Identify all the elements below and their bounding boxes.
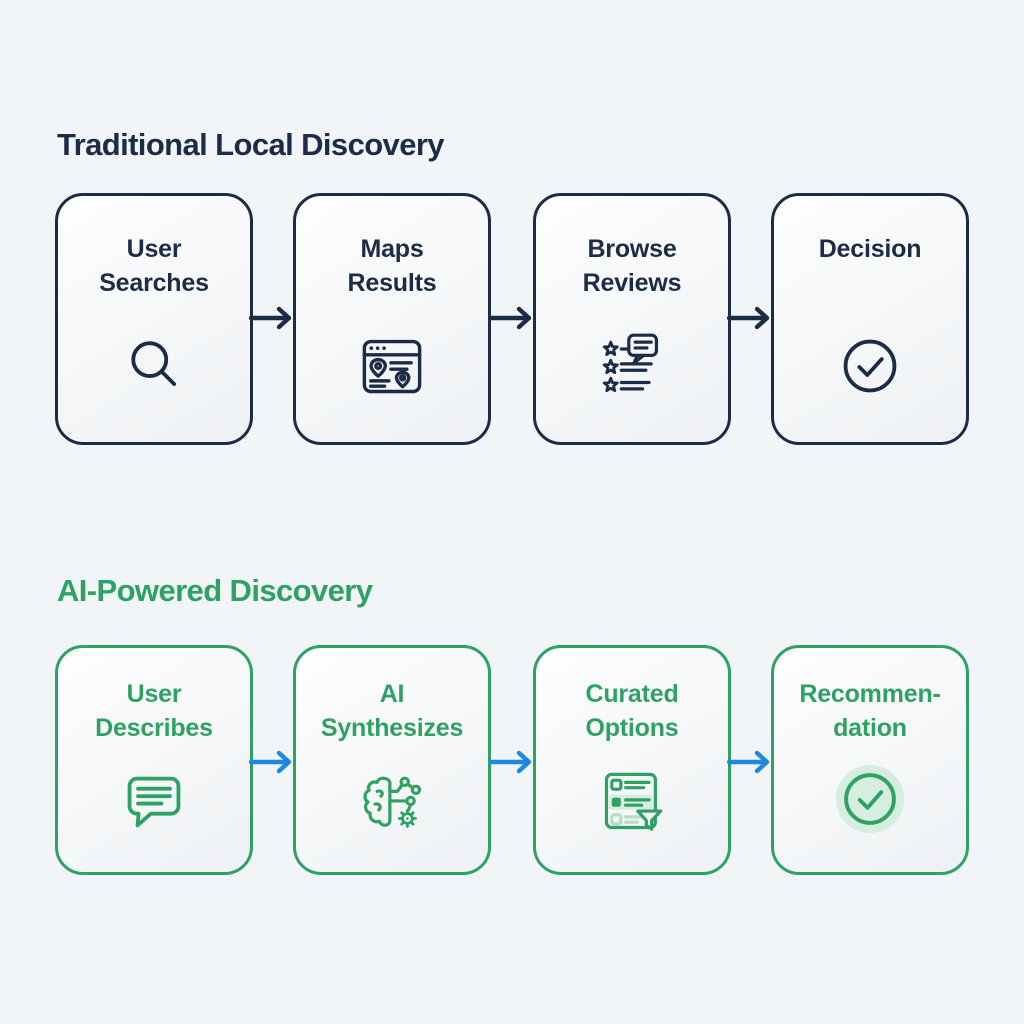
brain-circuit-icon (363, 776, 422, 828)
section-traditional: Traditional Local Discovery User Searche… (55, 127, 969, 445)
flow-step-ai-synthesizes: AI Synthesizes (293, 645, 491, 875)
step-label: Browse Reviews (582, 235, 682, 297)
arrow-right-icon (727, 750, 770, 774)
arrow-right-icon (489, 750, 532, 774)
star-reviews-icon (602, 333, 659, 393)
section-title-ai-powered: AI-Powered Discovery (57, 573, 373, 608)
search-icon (131, 341, 177, 386)
chat-bubble-icon (127, 776, 181, 828)
maps-window-icon (362, 339, 422, 394)
step-label: User Searches (99, 235, 209, 297)
section-ai-powered: AI-Powered Discovery User Describes AI S… (55, 573, 969, 875)
arrow-right-icon (249, 306, 292, 330)
check-circle-halo-icon (835, 764, 905, 834)
flow-step-user-describes: User Describes (55, 645, 253, 875)
step-label: Decision (818, 235, 922, 263)
flow-step-user-searches: User Searches (55, 193, 253, 445)
flow-step-maps-results: Maps Results (293, 193, 491, 445)
section-title-traditional: Traditional Local Discovery (57, 127, 445, 162)
step-label: AI Synthesizes (320, 680, 464, 742)
check-circle-icon (843, 339, 897, 393)
flow-step-recommendation: Recommen- dation (771, 645, 969, 875)
step-label: User Describes (95, 680, 213, 742)
curated-list-filter-icon (604, 772, 663, 831)
step-label: Recommen- dation (799, 680, 941, 742)
arrow-right-icon (727, 306, 770, 330)
arrow-right-icon (489, 306, 532, 330)
flow-step-decision: Decision (771, 193, 969, 445)
arrow-right-icon (249, 750, 292, 774)
step-label: Curated Options (585, 680, 679, 742)
flow-step-browse-reviews: Browse Reviews (533, 193, 731, 445)
step-label: Maps Results (347, 235, 437, 297)
flow-step-curated-options: Curated Options (533, 645, 731, 875)
